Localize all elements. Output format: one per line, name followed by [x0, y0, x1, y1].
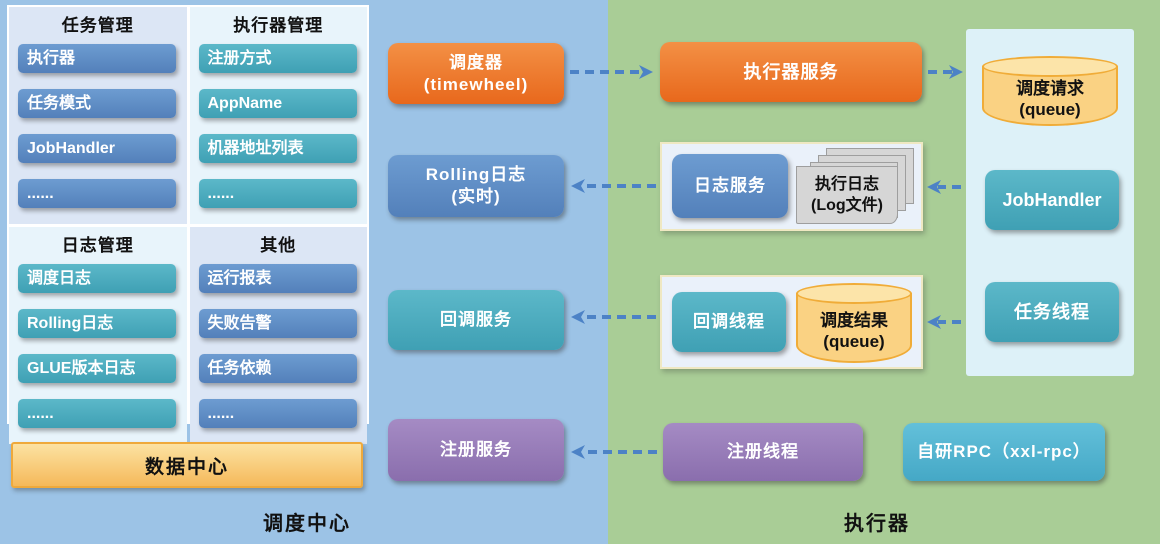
request-queue-label: 调度请求 (queue) — [982, 72, 1118, 126]
cylinder-top — [982, 56, 1118, 77]
log-files-icon: 执行日志 (Log文件) — [796, 148, 918, 226]
register-service-node: 注册服务 — [388, 419, 564, 481]
cylinder-body — [796, 293, 912, 363]
list-item: 任务模式 — [18, 89, 176, 118]
list-item: 失败告警 — [198, 309, 357, 338]
scheduler-node-line1: 调度器 — [449, 52, 503, 72]
result-queue-line1: 调度结果 — [820, 311, 888, 330]
data-center-box: 数据中心 — [11, 442, 363, 488]
group-title: 其他 — [260, 236, 297, 255]
result-queue-label: 调度结果 (queue) — [796, 299, 912, 363]
list-item: ...... — [18, 399, 176, 428]
group-other: 其他 运行报表 失败告警 任务依赖 ...... — [189, 227, 367, 444]
exec-log-line1: 执行日志 — [814, 176, 879, 193]
callback-sub-panel: 回调线程 调度结果 (queue) — [660, 275, 923, 369]
rpc-node: 自研RPC（xxl-rpc） — [903, 423, 1105, 481]
group-title: 日志管理 — [61, 236, 134, 255]
scheduler-node-line2: (timewheel) — [423, 74, 529, 94]
exec-log-line2: (Log文件) — [811, 197, 883, 214]
scheduler-node: 调度器 (timewheel) — [388, 43, 564, 104]
log-service-node: 日志服务 — [672, 154, 788, 218]
request-queue-line2: (queue) — [1019, 100, 1081, 119]
task-thread-node: 任务线程 — [985, 282, 1119, 342]
group-executor-management: 执行器管理 注册方式 AppName 机器地址列表 ...... — [189, 7, 367, 224]
request-queue-line1: 调度请求 — [1016, 79, 1084, 98]
jobhandler-node: JobHandler — [985, 170, 1119, 230]
scheduler-center-label: 调度中心 — [263, 513, 351, 535]
group-title: 任务管理 — [61, 16, 134, 35]
list-item: 执行器 — [18, 44, 176, 73]
list-item: ...... — [198, 179, 357, 208]
list-item: AppName — [198, 89, 357, 118]
list-item: GLUE版本日志 — [18, 354, 176, 383]
executor-label: 执行器 — [844, 513, 910, 535]
callback-thread-node: 回调线程 — [672, 292, 786, 352]
result-queue-cylinder-icon: 调度结果 (queue) — [796, 283, 912, 363]
list-item: ...... — [198, 399, 357, 428]
list-item: Rolling日志 — [18, 309, 176, 338]
callback-service-node: 回调服务 — [388, 290, 564, 350]
admin-panel: 任务管理 执行器 任务模式 JobHandler ...... 执行器管理 注册… — [7, 5, 369, 444]
executor-service-node: 执行器服务 — [660, 42, 922, 102]
rolling-log-line1: Rolling日志 — [425, 165, 527, 184]
list-item: ...... — [18, 179, 176, 208]
list-item: JobHandler — [18, 134, 176, 163]
list-item: 机器地址列表 — [198, 134, 357, 163]
log-sub-panel: 日志服务 执行日志 (Log文件) — [660, 142, 923, 231]
rolling-log-line2: (实时) — [451, 187, 501, 206]
list-item: 运行报表 — [198, 264, 357, 293]
cylinder-top — [796, 283, 912, 304]
list-item: 注册方式 — [198, 44, 357, 73]
executor-inner-panel: 调度请求 (queue) JobHandler 任务线程 — [966, 29, 1134, 376]
exec-log-sheet: 执行日志 (Log文件) — [796, 166, 898, 224]
list-item: 任务依赖 — [198, 354, 357, 383]
list-item: 调度日志 — [18, 264, 176, 293]
group-title: 执行器管理 — [233, 16, 324, 35]
group-log-management: 日志管理 调度日志 Rolling日志 GLUE版本日志 ...... — [9, 227, 187, 444]
result-queue-line2: (queue) — [823, 332, 885, 351]
register-thread-node: 注册线程 — [663, 423, 863, 481]
request-queue-cylinder-icon: 调度请求 (queue) — [982, 56, 1118, 126]
group-task-management: 任务管理 执行器 任务模式 JobHandler ...... — [9, 7, 187, 224]
rolling-log-node: Rolling日志 (实时) — [388, 155, 564, 217]
